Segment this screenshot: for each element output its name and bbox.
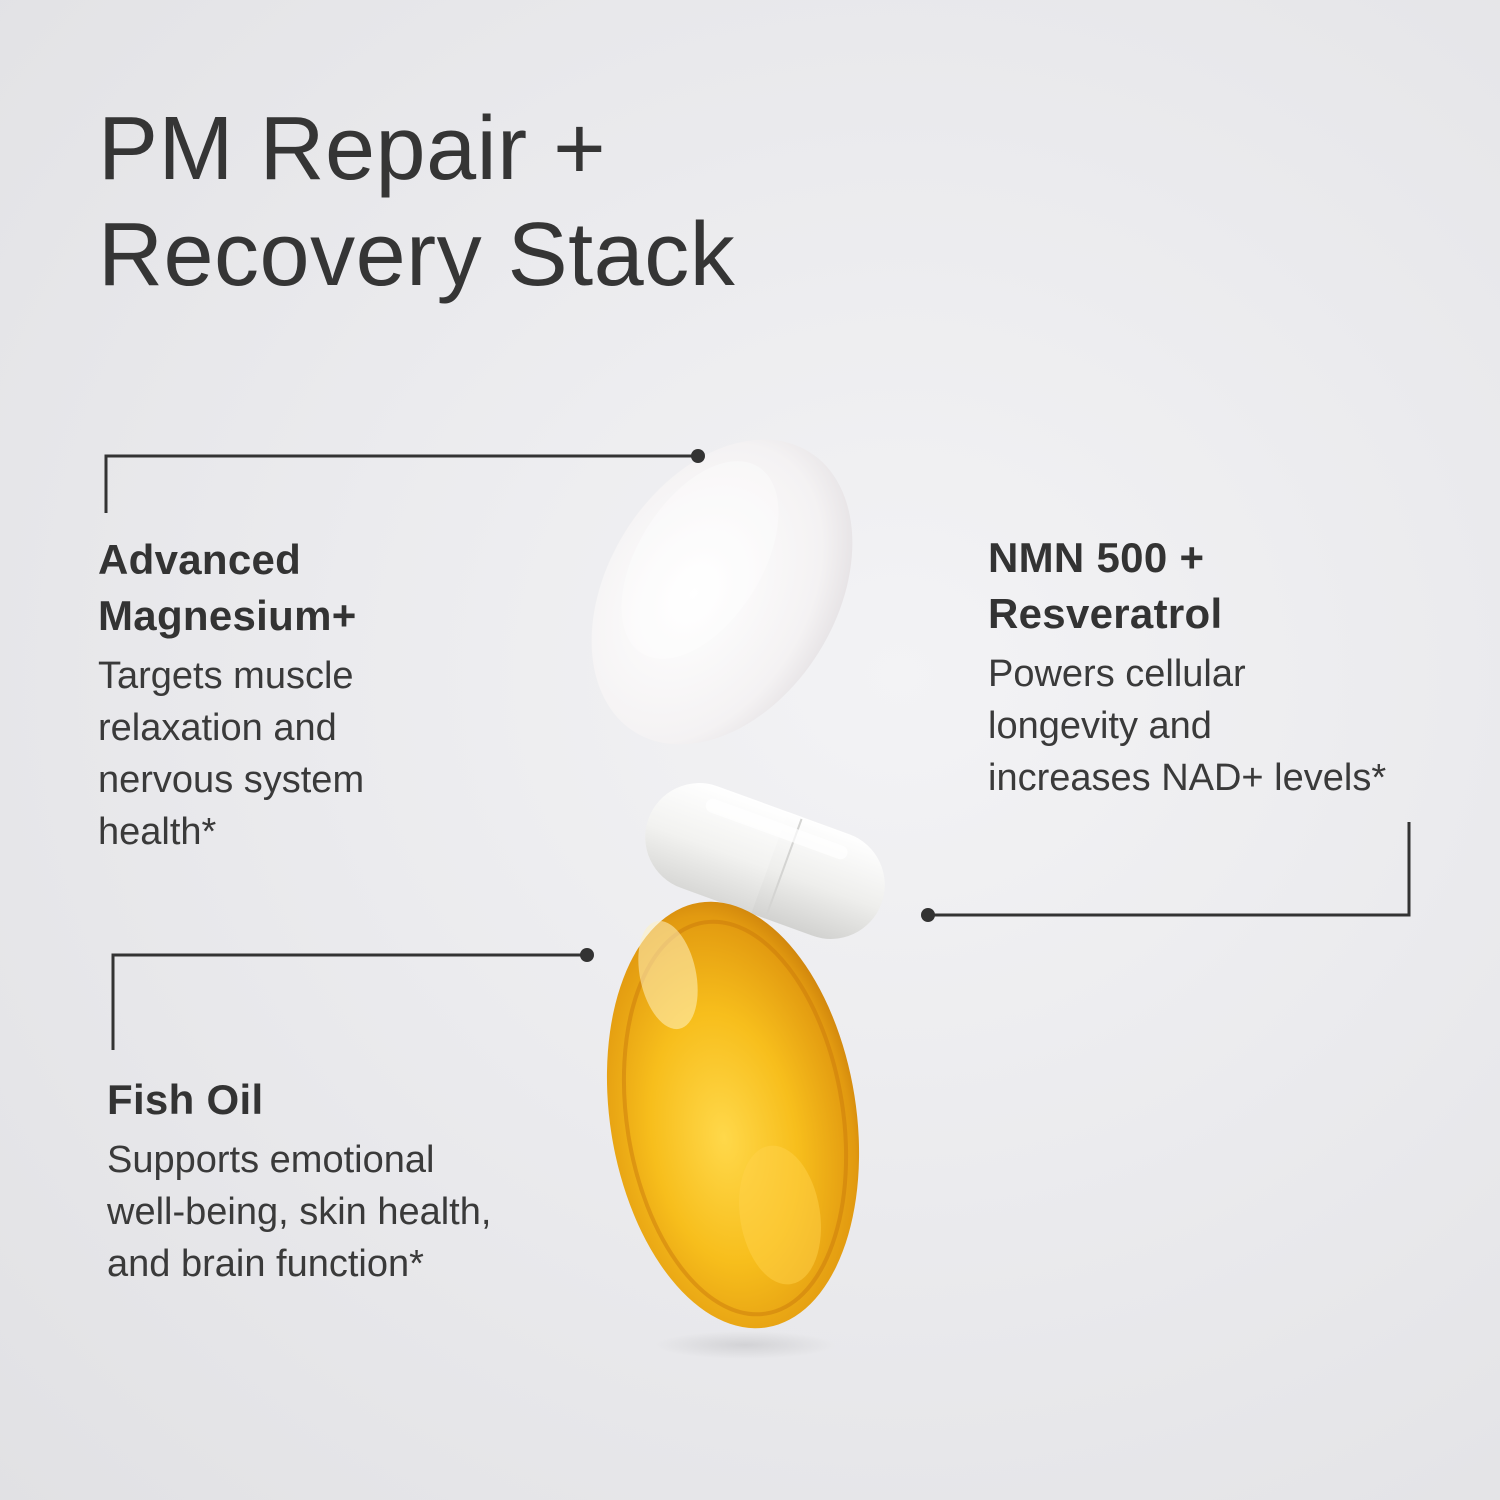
leader-nmn bbox=[921, 822, 1411, 922]
product-name: Fish Oil bbox=[107, 1072, 491, 1128]
description-line: well-being, skin health, bbox=[107, 1191, 492, 1233]
description-line: Powers cellular bbox=[988, 653, 1246, 695]
description-line: increases NAD+ levels* bbox=[988, 757, 1387, 799]
description-line: Supports emotional bbox=[107, 1139, 435, 1181]
nmn-capsule bbox=[645, 783, 885, 939]
title-line-1: PM Repair + bbox=[98, 99, 607, 199]
product-name-line: Advanced bbox=[98, 536, 302, 583]
product-label-nmn: NMN 500 + Resveratrol Powers cellular lo… bbox=[988, 530, 1386, 804]
product-name: NMN 500 + Resveratrol bbox=[988, 530, 1386, 642]
page-title: PM Repair + Recovery Stack bbox=[98, 96, 735, 308]
description-line: longevity and bbox=[988, 705, 1212, 747]
description-line: Targets muscle bbox=[98, 655, 354, 697]
product-name-line: Magnesium+ bbox=[98, 592, 357, 639]
product-description: Targets muscle relaxation and nervous sy… bbox=[98, 650, 364, 858]
product-label-fish-oil: Fish Oil Supports emotional well-being, … bbox=[107, 1072, 491, 1290]
title-line-2: Recovery Stack bbox=[98, 205, 736, 305]
description-line: and brain function* bbox=[107, 1243, 424, 1285]
description-line: health* bbox=[98, 811, 217, 853]
fish-oil-softgel bbox=[606, 901, 860, 1329]
pill-shadow bbox=[655, 1331, 835, 1359]
product-name-line: Fish Oil bbox=[107, 1076, 264, 1123]
product-name-line: NMN 500 + bbox=[988, 534, 1205, 581]
product-name: Advanced Magnesium+ bbox=[98, 532, 364, 644]
product-description: Supports emotional well-being, skin heal… bbox=[107, 1134, 491, 1290]
magnesium-tablet bbox=[591, 439, 853, 745]
product-name-line: Resveratrol bbox=[988, 590, 1223, 637]
description-line: relaxation and bbox=[98, 707, 337, 749]
leader-fish-oil bbox=[111, 948, 594, 1050]
product-label-magnesium: Advanced Magnesium+ Targets muscle relax… bbox=[98, 532, 364, 858]
product-description: Powers cellular longevity and increases … bbox=[988, 648, 1386, 804]
description-line: nervous system bbox=[98, 759, 365, 801]
leader-magnesium bbox=[104, 449, 705, 513]
